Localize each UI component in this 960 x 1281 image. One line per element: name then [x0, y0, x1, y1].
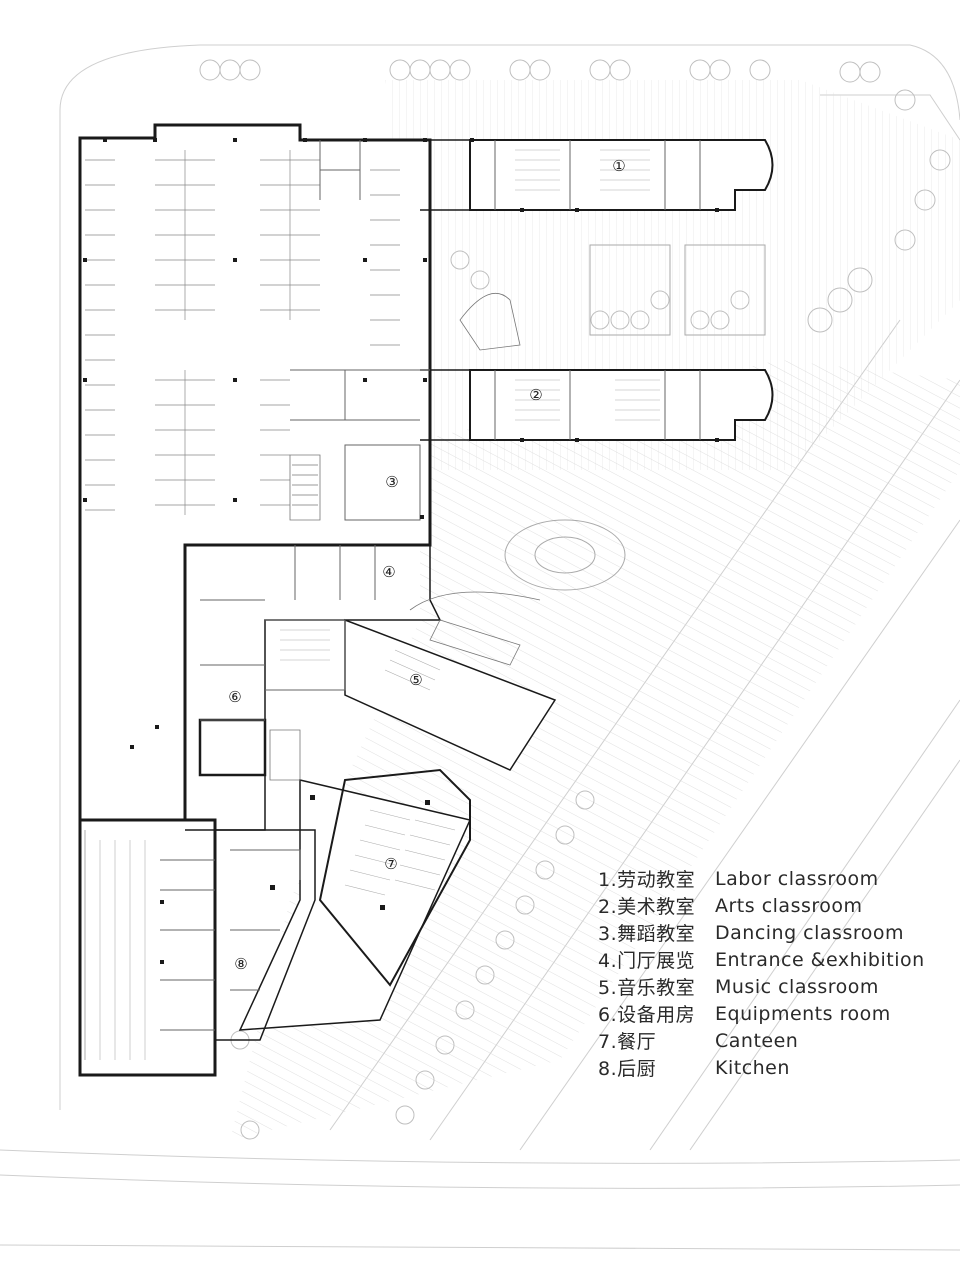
legend-number: 6.设备用房	[598, 1004, 696, 1026]
building-walls	[78, 123, 774, 1077]
legend: 1.劳动教室 Labor classroom 2.美术教室 Arts class…	[598, 865, 938, 1081]
planters	[504, 244, 766, 591]
legend-number: 4.门厅展览	[598, 950, 696, 972]
legend-number: 7.餐厅	[598, 1031, 657, 1053]
room-labels: ① ② ③ ④ ⑤ ⑥ ⑦ ⑧	[228, 157, 625, 973]
legend-english: Entrance &exhibition	[715, 948, 925, 971]
legend-item-equipment: 6.设备用房 Equipments room	[598, 1000, 938, 1027]
room-label-6: ⑥	[228, 688, 241, 706]
legend-english: Equipments room	[715, 1002, 891, 1025]
legend-english: Dancing classroom	[715, 921, 904, 944]
legend-english: Music classroom	[715, 975, 879, 998]
room-label-5: ⑤	[409, 671, 422, 689]
legend-number: 8.后厨	[598, 1058, 657, 1080]
room-label-2: ②	[529, 386, 542, 404]
legend-item-kitchen: 8.后厨 Kitchen	[598, 1054, 938, 1081]
legend-number: 2.美术教室	[598, 896, 696, 918]
legend-item-entrance: 4.门厅展览 Entrance &exhibition	[598, 946, 938, 973]
legend-item-canteen: 7.餐厅 Canteen	[598, 1027, 938, 1054]
legend-item-music: 5.音乐教室 Music classroom	[598, 973, 938, 1000]
room-label-8: ⑧	[234, 955, 247, 973]
legend-item-arts: 2.美术教室 Arts classroom	[598, 892, 938, 919]
parking-stalls	[84, 150, 400, 1060]
stairs	[269, 292, 541, 781]
desks	[280, 149, 660, 896]
legend-number: 3.舞蹈教室	[598, 923, 696, 945]
legend-english: Canteen	[715, 1029, 799, 1052]
legend-item-labor: 1.劳动教室 Labor classroom	[598, 865, 938, 892]
room-label-7: ⑦	[384, 855, 397, 873]
legend-item-dancing: 3.舞蹈教室 Dancing classroom	[598, 919, 938, 946]
columns	[83, 138, 719, 964]
trees	[199, 59, 951, 1140]
legend-english: Arts classroom	[715, 894, 863, 917]
interior-partitions	[160, 140, 701, 1031]
legend-english: Kitchen	[715, 1056, 790, 1079]
legend-number: 1.劳动教室	[598, 869, 696, 891]
room-label-1: ①	[612, 157, 625, 175]
room-label-4: ④	[382, 563, 395, 581]
legend-english: Labor classroom	[715, 867, 879, 890]
legend-number: 5.音乐教室	[598, 977, 696, 999]
room-label-3: ③	[385, 473, 398, 491]
